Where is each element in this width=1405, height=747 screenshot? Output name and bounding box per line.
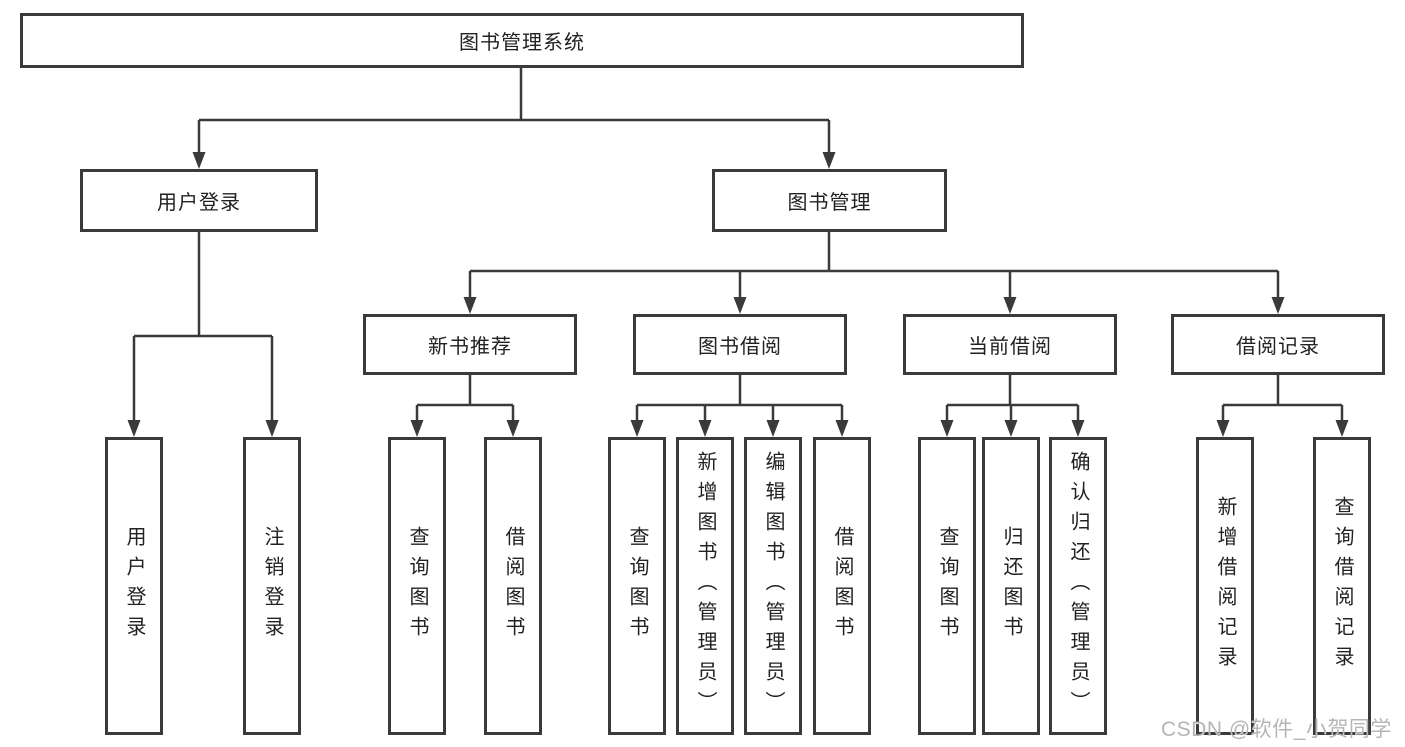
leaf-label: 编辑图书（管理员） bbox=[762, 451, 784, 721]
leaf-label: 注销登录 bbox=[261, 526, 283, 646]
arrowhead-icon bbox=[463, 297, 477, 314]
leaf-label: 归还图书 bbox=[1000, 526, 1022, 646]
arrowhead-icon bbox=[410, 420, 424, 437]
arrowhead-icon bbox=[733, 297, 747, 314]
leaf-label: 借阅图书 bbox=[502, 526, 524, 646]
arrowhead-icon bbox=[822, 152, 836, 169]
arrowhead-icon bbox=[1216, 420, 1230, 437]
arrowhead-icon bbox=[1071, 420, 1085, 437]
arrowhead-icon bbox=[265, 420, 279, 437]
node-current-borrowing: 当前借阅 bbox=[903, 314, 1117, 375]
node-label: 当前借阅 bbox=[968, 336, 1052, 358]
arrowhead-icon bbox=[506, 420, 520, 437]
arrowhead-icon bbox=[1004, 420, 1018, 437]
node-label: 图书借阅 bbox=[698, 336, 782, 358]
arrowhead-icon bbox=[940, 420, 954, 437]
node-label: 新书推荐 bbox=[428, 336, 512, 358]
leaf-query-books-recommend: 查询图书 bbox=[388, 437, 446, 735]
leaf-add-books-admin: 新增图书（管理员） bbox=[676, 437, 734, 735]
node-user-login: 用户登录 bbox=[80, 169, 318, 232]
leaf-query-books-borrowing: 查询图书 bbox=[608, 437, 666, 735]
node-book-management: 图书管理 bbox=[712, 169, 947, 232]
leaf-label: 确认归还（管理员） bbox=[1067, 451, 1089, 721]
node-label: 图书管理 bbox=[787, 192, 872, 214]
node-new-book-recommend: 新书推荐 bbox=[363, 314, 577, 375]
arrowhead-icon bbox=[127, 420, 141, 437]
leaf-label: 查询图书 bbox=[406, 526, 428, 646]
leaf-query-books-current: 查询图书 bbox=[918, 437, 976, 735]
leaf-label: 查询借阅记录 bbox=[1331, 496, 1353, 676]
arrowhead-icon bbox=[1003, 297, 1017, 314]
leaf-borrow-books-recommend: 借阅图书 bbox=[484, 437, 542, 735]
leaf-label: 用户登录 bbox=[123, 526, 145, 646]
leaf-label: 借阅图书 bbox=[831, 526, 853, 646]
leaf-label: 查询图书 bbox=[626, 526, 648, 646]
arrowhead-icon bbox=[1271, 297, 1285, 314]
arrowhead-icon bbox=[192, 152, 206, 169]
leaf-user-login: 用户登录 bbox=[105, 437, 163, 735]
leaf-label: 新增图书（管理员） bbox=[694, 451, 716, 721]
arrowhead-icon bbox=[698, 420, 712, 437]
leaf-label: 查询图书 bbox=[936, 526, 958, 646]
leaf-return-books: 归还图书 bbox=[982, 437, 1040, 735]
leaf-edit-books-admin: 编辑图书（管理员） bbox=[744, 437, 802, 735]
node-label: 借阅记录 bbox=[1236, 336, 1320, 358]
leaf-confirm-return-admin: 确认归还（管理员） bbox=[1049, 437, 1107, 735]
node-label: 用户登录 bbox=[157, 192, 241, 214]
leaf-add-borrow-record: 新增借阅记录 bbox=[1196, 437, 1254, 735]
arrowhead-icon bbox=[1335, 420, 1349, 437]
node-root: 图书管理系统 bbox=[20, 13, 1024, 68]
node-book-borrowing: 图书借阅 bbox=[633, 314, 847, 375]
arrowhead-icon bbox=[766, 420, 780, 437]
leaf-logout: 注销登录 bbox=[243, 437, 301, 735]
leaf-borrow-books: 借阅图书 bbox=[813, 437, 871, 735]
csdn-watermark: CSDN @软件_小贺同学 bbox=[1161, 718, 1392, 741]
arrowhead-icon bbox=[630, 420, 644, 437]
leaf-query-borrow-record: 查询借阅记录 bbox=[1313, 437, 1371, 735]
node-borrow-records: 借阅记录 bbox=[1171, 314, 1385, 375]
arrowhead-icon bbox=[835, 420, 849, 437]
leaf-label: 新增借阅记录 bbox=[1214, 496, 1236, 676]
node-root-label: 图书管理系统 bbox=[459, 32, 585, 54]
